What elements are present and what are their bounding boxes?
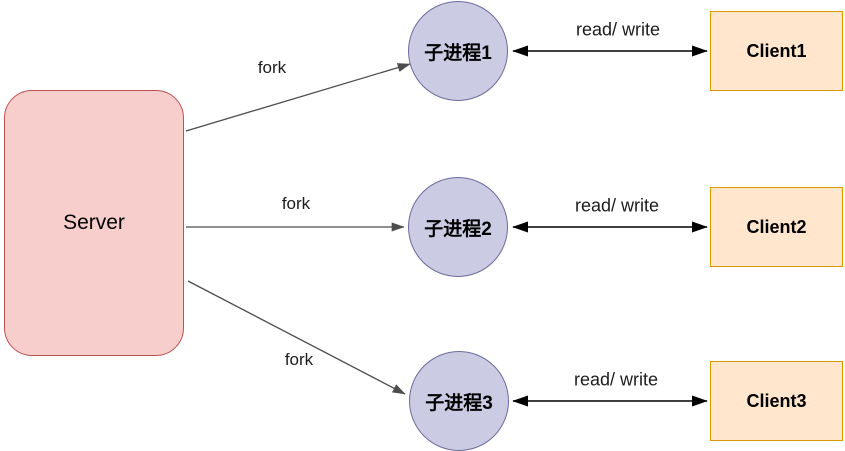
client-node-3: Client3 <box>710 361 843 441</box>
child-process-node-1: 子进程1 <box>408 1 508 101</box>
fork-arrow-3 <box>187 280 406 395</box>
client-node-1: Client1 <box>710 11 843 91</box>
child-process-label-3: 子进程3 <box>425 392 493 414</box>
fork-edge-label-3: fork <box>282 350 316 370</box>
read-write-edge-label-1: read/ write <box>573 19 663 41</box>
client-label-1: Client1 <box>746 40 807 61</box>
child-process-label-2: 子进程2 <box>424 218 492 240</box>
client-node-2: Client2 <box>710 187 843 267</box>
read-write-edge-label-3: read/ write <box>571 369 661 391</box>
child-process-node-3: 子进程3 <box>409 351 509 451</box>
server-node: Server <box>4 90 184 356</box>
child-process-label-1: 子进程1 <box>424 42 492 64</box>
fork-arrow-1 <box>185 63 411 132</box>
child-process-node-2: 子进程2 <box>408 177 508 277</box>
read-write-edge-label-2: read/ write <box>572 195 662 217</box>
fork-edge-label-1: fork <box>255 58 289 78</box>
fork-edge-label-2: fork <box>279 194 313 214</box>
server-label: Server <box>63 211 125 234</box>
client-label-2: Client2 <box>746 216 807 237</box>
client-label-3: Client3 <box>746 390 807 411</box>
